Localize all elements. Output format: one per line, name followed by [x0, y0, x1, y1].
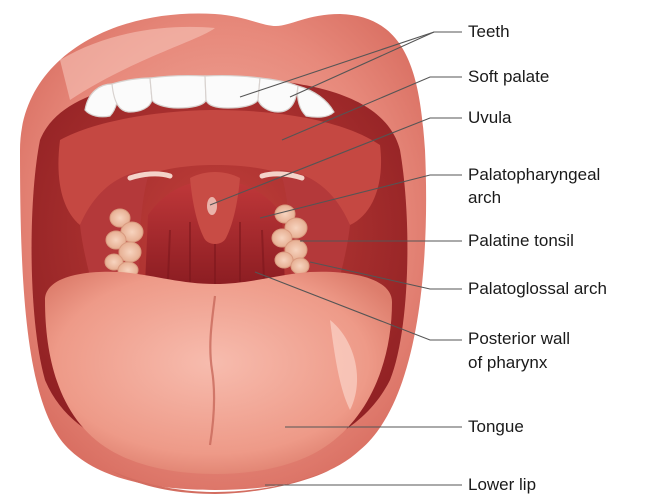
label-palatoglossal-arch: Palatoglossal arch: [468, 278, 607, 300]
label-teeth: Teeth: [468, 21, 510, 43]
label-posterior-wall-line-1: Posterior wall: [468, 328, 570, 350]
label-palatopharyngeal-line-1: Palatopharyngeal: [468, 164, 600, 186]
uvula-highlight: [207, 197, 217, 215]
label-palatopharyngeal-line-2: arch: [468, 187, 501, 209]
label-palatine-tonsil: Palatine tonsil: [468, 230, 574, 252]
label-soft-palate: Soft palate: [468, 66, 549, 88]
label-lower-lip: Lower lip: [468, 474, 536, 496]
label-uvula: Uvula: [468, 107, 511, 129]
label-tongue: Tongue: [468, 416, 524, 438]
label-posterior-wall-line-2: of pharynx: [468, 352, 547, 374]
